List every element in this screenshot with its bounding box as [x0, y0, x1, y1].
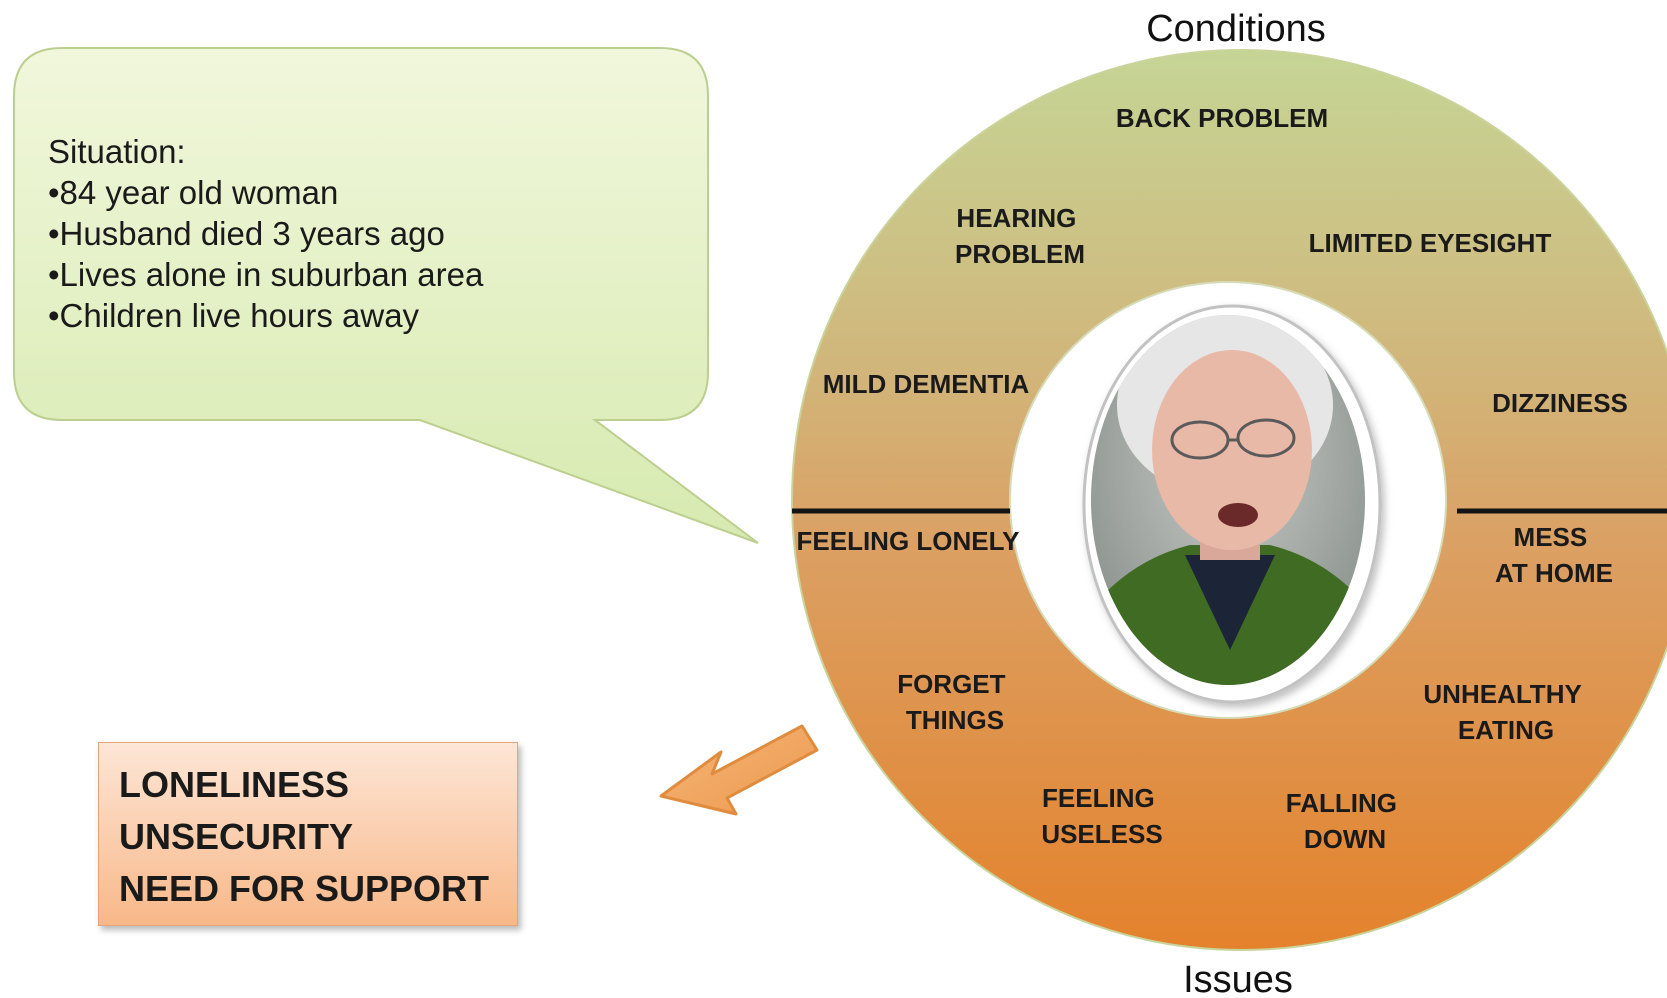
elderly-woman-portrait — [1082, 304, 1382, 704]
arrow-down-left-icon — [659, 724, 819, 816]
situation-text: Situation: •84 year old woman •Husband d… — [48, 131, 483, 336]
condition-label: LIMITED EYESIGHT — [1309, 228, 1552, 258]
situation-bubble — [13, 47, 759, 544]
result-line: NEED FOR SUPPORT — [119, 868, 490, 909]
result-line: LONELINESS — [119, 764, 350, 805]
condition-label: MILD DEMENTIA — [823, 369, 1030, 399]
issue-label: UNHEALTHY EATING — [1423, 679, 1588, 745]
situation-bullet: •Husband died 3 years ago — [48, 215, 445, 252]
ring-title-issues: Issues — [1183, 959, 1293, 998]
issue-label: FEELING USELESS — [1041, 783, 1162, 849]
condition-label: DIZZINESS — [1492, 388, 1628, 418]
situation-bullet: •84 year old woman — [48, 174, 339, 211]
situation-bullet: •Children live hours away — [48, 297, 420, 334]
result-line: UNSECURITY — [119, 816, 354, 857]
result-box: LONELINESS UNSECURITY NEED FOR SUPPORT — [98, 742, 518, 926]
condition-label: HEARING PROBLEM — [955, 203, 1085, 269]
issue-label: FORGET THINGS — [897, 669, 1013, 735]
condition-label: BACK PROBLEM — [1116, 103, 1328, 133]
issue-label: MESS AT HOME — [1495, 522, 1613, 588]
ring-title-conditions: Conditions — [1146, 8, 1326, 50]
issue-label: FALLING DOWN — [1286, 788, 1404, 854]
situation-bullet: •Lives alone in suburban area — [48, 256, 484, 293]
situation-heading: Situation: — [48, 133, 186, 170]
issue-label: FEELING LONELY — [797, 526, 1020, 556]
